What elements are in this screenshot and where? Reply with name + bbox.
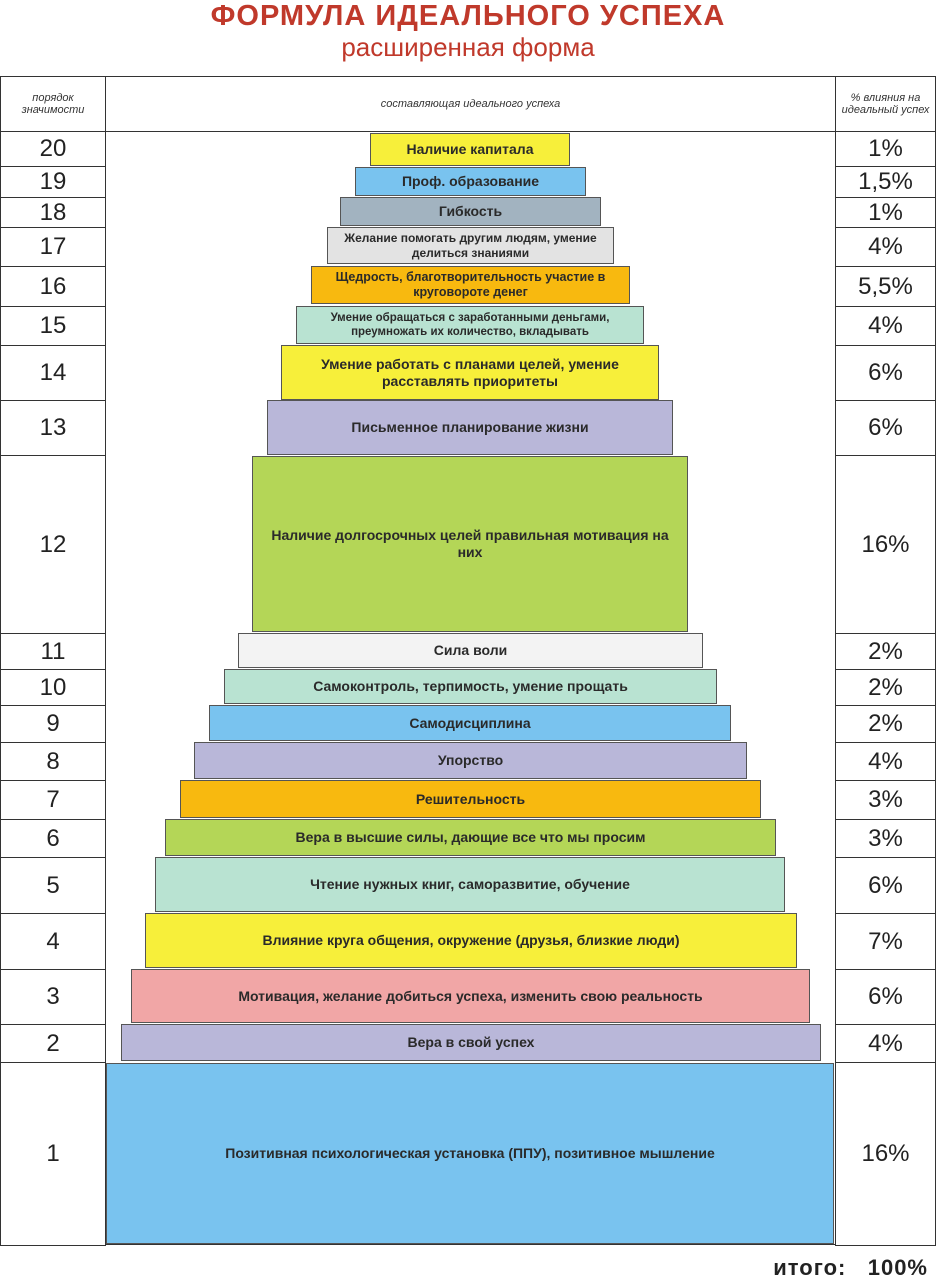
rank-cell-12: 12 (0, 455, 106, 634)
percent-cell-3: 6% (835, 969, 936, 1025)
rank-cell-17: 17 (0, 227, 106, 267)
pyramid-step-5: Чтение нужных книг, саморазвитие, обучен… (155, 857, 785, 912)
page-title: ФОРМУЛА ИДЕАЛЬНОГО УСПЕХА (210, 0, 726, 32)
percent-cell-20: 1% (835, 131, 936, 167)
rank-cell-3: 3 (0, 969, 106, 1025)
rank-cell-4: 4 (0, 913, 106, 970)
pyramid-step-1: Позитивная психологическая установка (ПП… (106, 1063, 834, 1244)
total-row: итого: 100% (773, 1255, 928, 1281)
rank-cell-19: 19 (0, 166, 106, 198)
pyramid-step-17: Желание помогать другим людям, умение де… (327, 227, 614, 264)
percent-cell-12: 16% (835, 455, 936, 634)
percent-cell-14: 6% (835, 345, 936, 401)
total-label: итого: (773, 1255, 847, 1280)
pyramid-step-2: Вера в свой успех (121, 1024, 821, 1061)
percent-cell-13: 6% (835, 400, 936, 456)
percent-cell-16: 5,5% (835, 266, 936, 307)
rank-cell-5: 5 (0, 857, 106, 914)
pyramid-step-12: Наличие долгосрочных целей правильная мо… (252, 456, 688, 632)
rank-cell-9: 9 (0, 705, 106, 743)
percent-cell-7: 3% (835, 780, 936, 820)
percent-column-header: % влияния на идеальный успех (835, 76, 936, 132)
pyramid-step-20: Наличие капитала (370, 133, 570, 166)
pyramid-step-15: Умение обращаться с заработанными деньга… (296, 306, 644, 344)
rank-cell-20: 20 (0, 131, 106, 167)
percent-cell-11: 2% (835, 633, 936, 670)
rank-cell-2: 2 (0, 1024, 106, 1063)
percent-cell-2: 4% (835, 1024, 936, 1063)
pyramid-step-11: Сила воли (238, 633, 703, 668)
percent-cell-10: 2% (835, 669, 936, 706)
rank-cell-1: 1 (0, 1062, 106, 1246)
rank-cell-11: 11 (0, 633, 106, 670)
pyramid-step-18: Гибкость (340, 197, 601, 226)
rank-cell-16: 16 (0, 266, 106, 307)
percent-cell-6: 3% (835, 819, 936, 858)
pyramid-step-3: Мотивация, желание добиться успеха, изме… (131, 969, 810, 1023)
total-value: 100% (867, 1255, 928, 1280)
percent-cell-17: 4% (835, 227, 936, 267)
percent-cell-15: 4% (835, 306, 936, 346)
page-subtitle: расширенная форма (341, 32, 595, 62)
pyramid-step-7: Решительность (180, 780, 761, 818)
pyramid-step-14: Умение работать с планами целей, умение … (281, 345, 659, 400)
pyramid-step-13: Письменное планирование жизни (267, 400, 673, 455)
rank-cell-13: 13 (0, 400, 106, 456)
percent-cell-8: 4% (835, 742, 936, 781)
rank-cell-14: 14 (0, 345, 106, 401)
component-column-header: составляющая идеального успеха (105, 76, 836, 132)
percent-cell-5: 6% (835, 857, 936, 914)
rank-cell-6: 6 (0, 819, 106, 858)
pyramid-step-10: Самоконтроль, терпимость, умение прощать (224, 669, 717, 704)
rank-cell-8: 8 (0, 742, 106, 781)
percent-cell-19: 1,5% (835, 166, 936, 198)
rank-cell-10: 10 (0, 669, 106, 706)
pyramid-step-4: Влияние круга общения, окружение (друзья… (145, 913, 797, 968)
percent-cell-18: 1% (835, 197, 936, 228)
percent-cell-1: 16% (835, 1062, 936, 1246)
pyramid-step-16: Щедрость, благотворительность участие в … (311, 266, 630, 304)
pyramid-step-6: Вера в высшие силы, дающие все что мы пр… (165, 819, 776, 856)
pyramid-step-19: Проф. образование (355, 167, 586, 196)
pyramid-step-9: Самодисциплина (209, 705, 731, 741)
percent-cell-4: 7% (835, 913, 936, 970)
rank-cell-18: 18 (0, 197, 106, 228)
rank-column-header: порядок значимости (0, 76, 106, 132)
rank-cell-7: 7 (0, 780, 106, 820)
rank-cell-15: 15 (0, 306, 106, 346)
pyramid-step-8: Упорство (194, 742, 747, 779)
percent-cell-9: 2% (835, 705, 936, 743)
